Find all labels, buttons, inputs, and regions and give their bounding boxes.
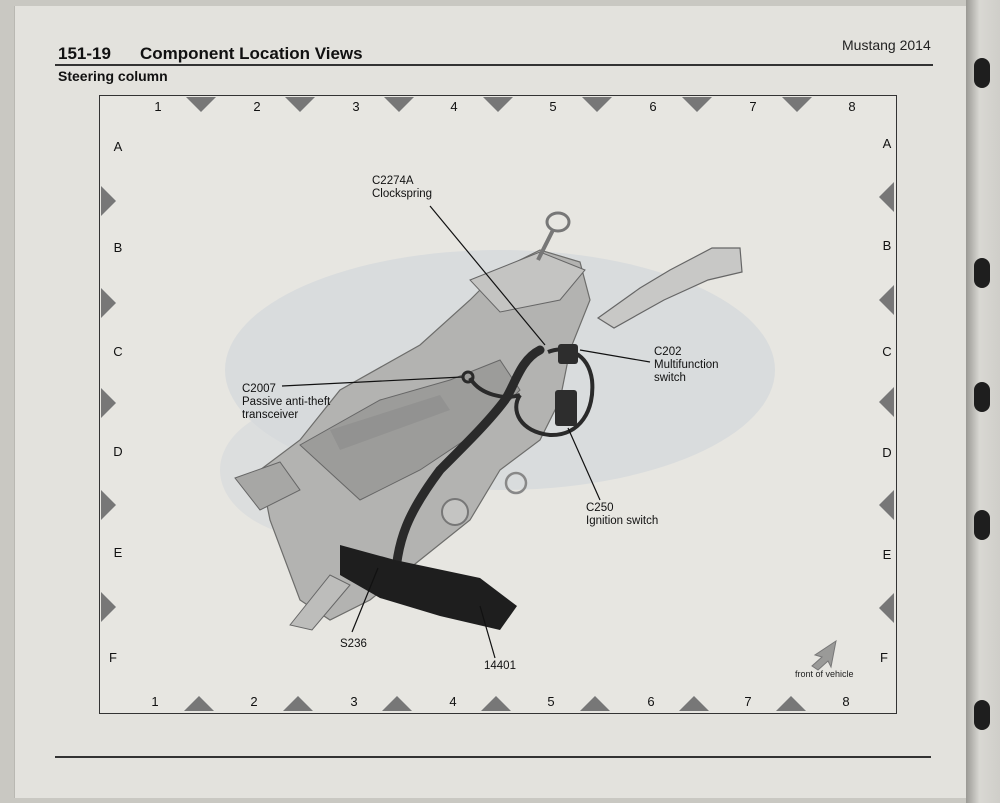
callout-c202: C202 Multifunction switch: [654, 346, 719, 385]
grid-col-label: 1: [151, 694, 159, 709]
grid-row-label: F: [109, 650, 117, 665]
page-subtitle: Steering column: [58, 68, 168, 84]
connector-code: C2007: [242, 383, 276, 395]
header-rule: [55, 64, 933, 66]
grid-marker: [101, 490, 116, 520]
grid-marker: [776, 696, 806, 711]
callout-c250: C250 Ignition switch: [586, 502, 658, 528]
grid-col-label: 8: [842, 694, 850, 709]
binder-hole: [974, 700, 990, 730]
grid-marker: [679, 696, 709, 711]
grid-row-label: B: [882, 238, 892, 253]
connector-name: Clockspring: [372, 188, 433, 200]
grid-marker: [382, 696, 412, 711]
binder-hole: [974, 510, 990, 540]
grid-row-label: F: [880, 650, 888, 665]
connector-name: Passive anti-theft: [242, 396, 331, 408]
callout-c2007: C2007 Passive anti-theft transceiver: [242, 383, 330, 422]
grid-marker: [283, 696, 313, 711]
connector-code: C202: [654, 346, 682, 358]
binder-hole: [974, 58, 990, 88]
grid-marker: [879, 593, 894, 623]
connector-code: C250: [586, 502, 614, 514]
grid-row-label: E: [882, 547, 892, 562]
grid-col-label: 6: [647, 694, 655, 709]
grid-row-label: A: [113, 139, 123, 154]
grid-marker: [101, 288, 116, 318]
callout-s236: S236: [340, 638, 367, 651]
grid-marker: [879, 182, 894, 212]
grid-col-label: 6: [649, 99, 657, 114]
grid-row-label: D: [113, 444, 123, 459]
grid-col-label: 5: [549, 99, 557, 114]
grid-row-label: E: [113, 545, 123, 560]
grid-row-label: A: [882, 136, 892, 151]
front-of-vehicle-label: front of vehicle: [795, 669, 854, 679]
grid-marker: [285, 97, 315, 112]
grid-col-label: 1: [154, 99, 162, 114]
grid-col-label: 4: [449, 694, 457, 709]
grid-marker: [682, 97, 712, 112]
grid-col-label: 7: [749, 99, 757, 114]
grid-col-label: 7: [744, 694, 752, 709]
connector-name: switch: [654, 372, 686, 384]
grid-marker: [481, 696, 511, 711]
grid-marker: [879, 285, 894, 315]
footer-rule: [55, 756, 931, 758]
page-number: 151-19: [58, 44, 111, 63]
harness-code: 14401: [484, 660, 516, 672]
grid-marker: [879, 490, 894, 520]
grid-col-label: 4: [450, 99, 458, 114]
grid-marker: [186, 97, 216, 112]
grid-col-label: 5: [547, 694, 555, 709]
connector-name: transceiver: [242, 409, 299, 421]
grid-row-label: D: [882, 445, 892, 460]
binder-hole: [974, 382, 990, 412]
grid-col-label: 2: [250, 694, 258, 709]
grid-row-label: C: [882, 344, 892, 359]
connector-name: Ignition switch: [586, 515, 659, 527]
grid-marker: [101, 186, 116, 216]
model-label: Mustang 2014: [842, 37, 931, 53]
connector-code: C2274A: [372, 175, 414, 187]
grid-col-label: 3: [352, 99, 360, 114]
grid-col-label: 8: [848, 99, 856, 114]
grid-marker: [582, 97, 612, 112]
grid-col-label: 2: [253, 99, 261, 114]
section-title: Component Location Views: [140, 44, 363, 63]
connector-name: Multifunction: [654, 359, 719, 371]
grid-marker: [101, 592, 116, 622]
grid-marker: [101, 388, 116, 418]
callout-14401: 14401: [484, 660, 516, 673]
grid-marker: [879, 387, 894, 417]
binder-hole: [974, 258, 990, 288]
grid-col-label: 3: [350, 694, 358, 709]
grid-row-label: C: [113, 344, 123, 359]
grid-marker: [580, 696, 610, 711]
grid-row-label: B: [113, 240, 123, 255]
grid-marker: [184, 696, 214, 711]
grid-marker: [483, 97, 513, 112]
grid-marker: [782, 97, 812, 112]
splice-code: S236: [340, 638, 367, 650]
callout-c2274a: C2274A Clockspring: [372, 175, 432, 201]
grid-marker: [384, 97, 414, 112]
